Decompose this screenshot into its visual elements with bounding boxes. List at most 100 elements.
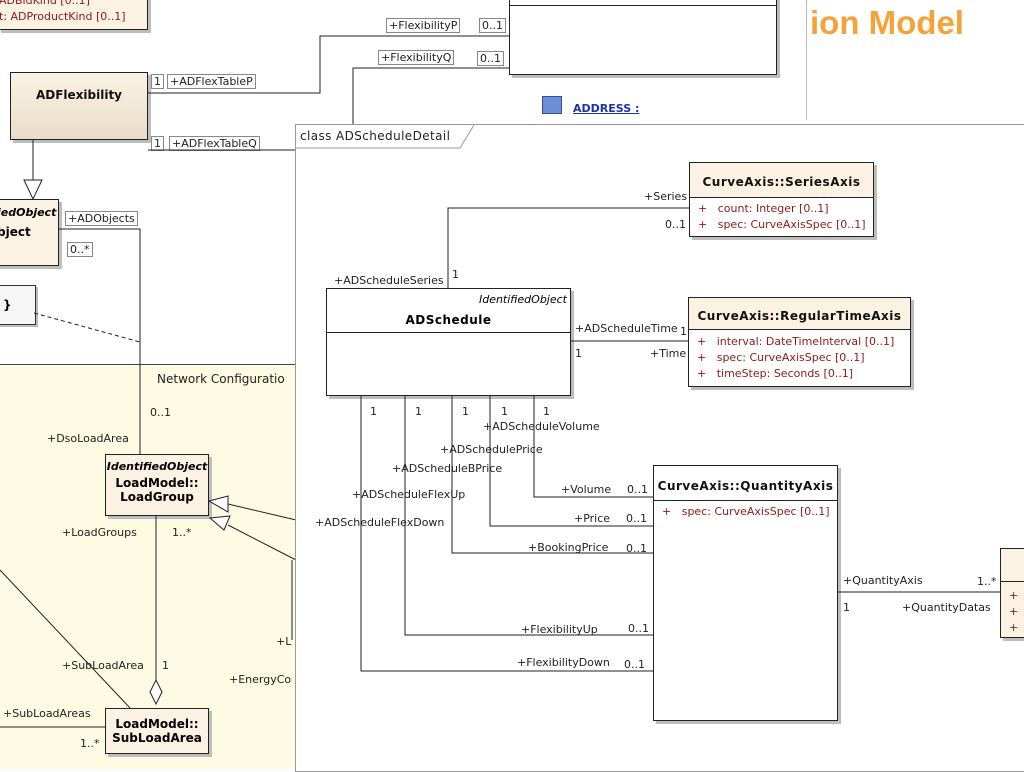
- quantity-axis-class[interactable]: CurveAxis::QuantityAxis + spec: CurveAxi…: [653, 465, 838, 721]
- adobjects-mult: 0..*: [67, 242, 93, 257]
- attr-prefix: +: [662, 505, 672, 518]
- quantity-axis-mult: 1..*: [977, 575, 997, 588]
- price-mult: 0..1: [626, 512, 647, 525]
- product-kind-attr: t: ADProductKind [0..1]: [0, 10, 126, 23]
- adschedule-volume-role: +ADScheduleVolume: [483, 420, 600, 433]
- adschedule-flexup-role: +ADScheduleFlexUp: [352, 488, 466, 501]
- flexibility-p-mult: 0..1: [479, 18, 506, 33]
- volume-mult: 0..1: [627, 483, 648, 496]
- adflexibility-name: ADFlexibility: [35, 88, 123, 102]
- series-axis-name: CurveAxis::SeriesAxis: [690, 163, 873, 198]
- flex-table-q-mult: 1: [151, 136, 164, 151]
- note-partial-text: }: [3, 298, 12, 312]
- load-groups-label: +LoadGroups: [62, 526, 137, 539]
- object-partial-name: bject: [0, 225, 31, 239]
- volume-role: +Volume: [561, 483, 612, 496]
- flexibility-down-role: +FlexibilityDown: [517, 656, 610, 669]
- address-icon[interactable]: [542, 96, 562, 114]
- flexibility-q-mult: 0..1: [477, 51, 504, 66]
- qd-attr-2: +: [1009, 605, 1019, 618]
- quantity-axis-name: CurveAxis::QuantityAxis: [654, 466, 837, 501]
- regular-time-axis-name: CurveAxis::RegularTimeAxis: [689, 298, 910, 330]
- booking-price-role: +BookingPrice: [528, 541, 609, 554]
- plus-l-label: +L: [276, 635, 292, 648]
- loadgroup-class: IdentifiedObject LoadModel:: LoadGroup: [105, 454, 209, 516]
- regular-time-axis-attrs: + interval: DateTimeInterval [0..1] + sp…: [689, 330, 910, 382]
- attr-prefix: +: [697, 335, 707, 348]
- adschedule-time-mult: 1: [680, 325, 687, 338]
- energy-label: +EnergyCo: [229, 673, 292, 686]
- loadgroup-name-1: LoadModel::: [115, 476, 199, 490]
- flexibility-down-mult: 0..1: [624, 658, 645, 671]
- slide-title-fragment: ion Model: [810, 4, 964, 41]
- bid-class-partial: ADBidKind [0..1] t: ADProductKind [0..1]: [0, 0, 148, 30]
- identified-object-partial-stereo: iedObject: [0, 206, 57, 219]
- booking-price-mult: 0..1: [626, 542, 647, 555]
- adschedule-flexdown-role: +ADScheduleFlexDown: [315, 516, 445, 529]
- time-mult: 1: [575, 347, 582, 360]
- loadgroup-name-2: LoadGroup: [120, 490, 194, 504]
- price-source-mult: 1: [501, 405, 508, 418]
- subloadarea-name-2: SubLoadArea: [112, 731, 202, 745]
- series-mult: 0..1: [665, 218, 686, 231]
- attr-prefix: +: [697, 367, 707, 380]
- flexup-source-mult: 1: [415, 405, 422, 418]
- top-class-partial: [509, 0, 777, 75]
- frame-label: class ADScheduleDetail: [300, 129, 451, 143]
- adschedule-bprice-role: +ADScheduleBPrice: [392, 462, 503, 475]
- adschedule-class[interactable]: IdentifiedObject ADSchedule: [326, 288, 571, 396]
- series-axis-attr-count: + count: Integer [0..1]: [690, 201, 873, 217]
- identified-object-partial: iedObject bject: [0, 199, 59, 266]
- address-link[interactable]: ADDRESS :: [573, 102, 640, 115]
- series-axis-attr-spec-text: spec: CurveAxisSpec [0..1]: [717, 218, 866, 231]
- regular-time-axis-class[interactable]: CurveAxis::RegularTimeAxis + interval: D…: [688, 297, 911, 387]
- bid-kind-attr: ADBidKind [0..1]: [0, 0, 90, 7]
- quantity-axis-role: +QuantityAxis: [843, 574, 923, 587]
- flexibility-p-label: +FlexibilityP: [386, 18, 461, 33]
- flex-table-p-label: +ADFlexTableP: [167, 74, 256, 89]
- adflexibility-class: ADFlexibility: [10, 72, 148, 140]
- qa-attr-spec-text: spec: CurveAxisSpec [0..1]: [681, 505, 830, 518]
- sub-load-areas-label: +SubLoadAreas: [3, 707, 91, 720]
- qd-attr-1: +: [1009, 589, 1019, 602]
- price-role: +Price: [574, 512, 611, 525]
- quantity-data-class-partial[interactable]: + + +: [1000, 548, 1024, 638]
- quantity-axis-attrs: + spec: CurveAxisSpec [0..1]: [654, 501, 837, 520]
- product-kind-text: ADProductKind [0..1]: [10, 10, 126, 23]
- subloadarea-class: LoadModel:: SubLoadArea: [105, 708, 209, 754]
- flexibility-up-role: +FlexibilityUp: [521, 623, 598, 636]
- sub-load-area-mult: 1: [162, 659, 169, 672]
- series-axis-attr-spec: + spec: CurveAxisSpec [0..1]: [690, 217, 873, 233]
- series-axis-attrs: + count: Integer [0..1] + spec: CurveAxi…: [690, 198, 873, 233]
- volume-source-mult: 1: [543, 405, 550, 418]
- series-axis-attr-count-text: count: Integer [0..1]: [717, 202, 829, 215]
- series-role: +Series: [644, 190, 688, 203]
- flex-table-p-mult: 1: [151, 74, 164, 89]
- flexibility-q-label: +FlexibilityQ: [378, 50, 455, 65]
- adschedule-stereotype: IdentifiedObject: [478, 293, 567, 306]
- adschedule-time-role: +ADScheduleTime: [575, 322, 678, 335]
- attr-prefix: +: [698, 218, 708, 231]
- adschedule-series-mult: 1: [452, 268, 459, 281]
- rta-attr-interval-text: interval: DateTimeInterval [0..1]: [716, 335, 895, 348]
- bprice-source-mult: 1: [462, 405, 469, 418]
- adschedule-header: IdentifiedObject ADSchedule: [327, 289, 570, 333]
- rta-attr-timestep-text: timeStep: Seconds [0..1]: [716, 367, 854, 380]
- adschedule-name: ADSchedule: [405, 313, 492, 327]
- adschedule-series-role: +ADScheduleSeries: [334, 274, 444, 287]
- flexdown-source-mult: 1: [370, 405, 377, 418]
- network-configuration-package: [0, 364, 296, 769]
- top-class-divider: [510, 5, 776, 6]
- quantity-datas-mult: 1: [843, 601, 850, 614]
- note-partial: }: [0, 285, 36, 325]
- load-groups-mult: 1..*: [172, 526, 192, 539]
- qd-divider: [1001, 581, 1024, 582]
- time-role: +Time: [650, 347, 687, 360]
- quantity-datas-role: +QuantityDatas: [902, 601, 991, 614]
- series-axis-class[interactable]: CurveAxis::SeriesAxis + count: Integer […: [689, 162, 874, 237]
- network-configuration-label: Network Configuratio: [157, 372, 285, 386]
- rta-attr-spec-text: spec: CurveAxisSpec [0..1]: [716, 351, 865, 364]
- rta-attr-interval: + interval: DateTimeInterval [0..1]: [689, 334, 910, 350]
